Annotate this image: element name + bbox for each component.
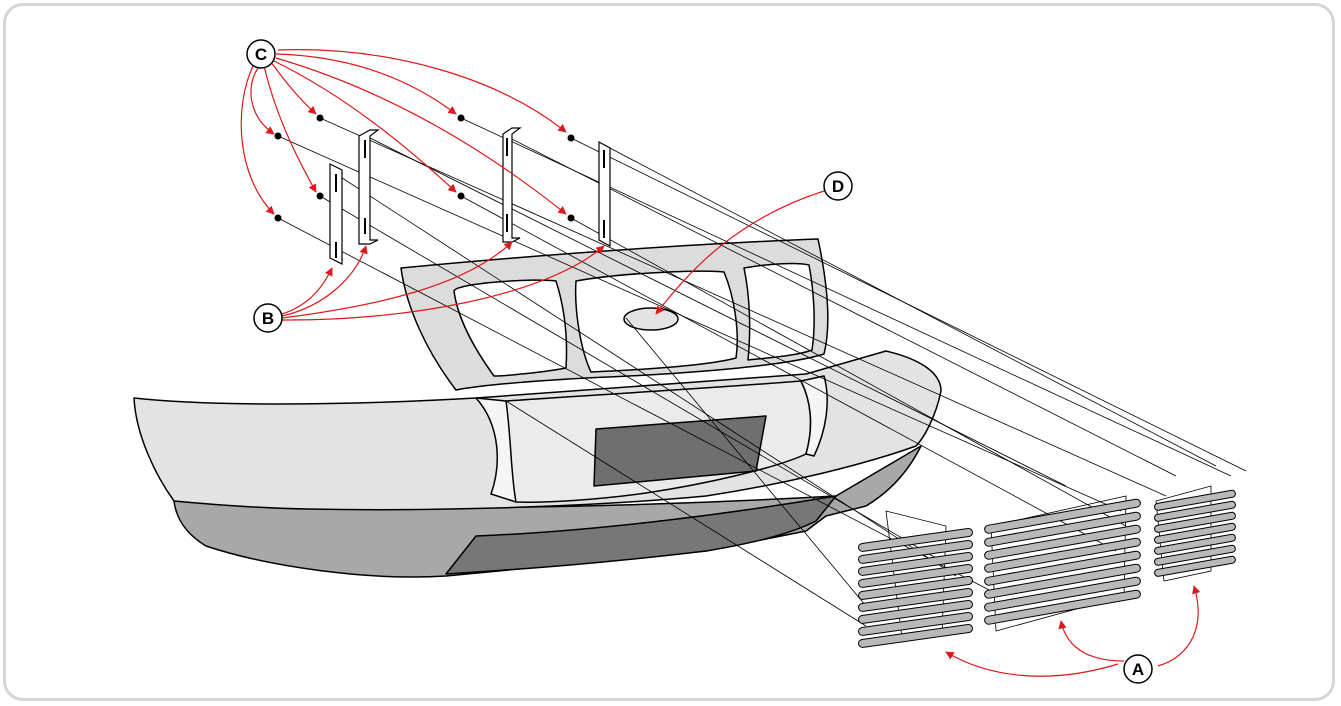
license-plate-recess <box>593 415 767 487</box>
leader-c-5 <box>275 53 457 115</box>
grille-opening-left <box>453 279 568 377</box>
bumper-lower-recess <box>445 495 837 575</box>
mounting-brackets <box>329 127 611 265</box>
leader-a-2 <box>1058 620 1125 662</box>
bracket-1 <box>329 163 343 265</box>
grille-surround <box>400 238 829 391</box>
callout-c: C <box>246 39 276 69</box>
bumper-right-strip <box>800 375 828 457</box>
bracket-3 <box>502 127 522 243</box>
screw-2 <box>274 214 282 222</box>
emblem-oval <box>623 307 679 331</box>
diagram-frame: C B D A <box>3 3 1335 701</box>
leader-c-4 <box>263 65 317 193</box>
bracket-2 <box>358 129 380 245</box>
screws <box>274 114 575 222</box>
leader-b-4 <box>281 245 605 321</box>
grille-opening-right <box>743 262 815 361</box>
callout-b-label: B <box>262 309 274 328</box>
leader-c-8 <box>275 57 567 215</box>
callout-d: D <box>823 171 853 201</box>
front-bumper <box>133 350 942 578</box>
callout-d-label: D <box>832 177 844 196</box>
leader-c-6 <box>271 59 457 193</box>
leader-arrows <box>240 49 1201 677</box>
callout-b: B <box>253 303 283 333</box>
screw-1 <box>274 132 282 140</box>
leader-b-3 <box>281 241 513 319</box>
leader-b-1 <box>281 267 333 315</box>
screw-3 <box>316 114 324 122</box>
bracket-4 <box>598 140 611 248</box>
grille-insert-right <box>1154 485 1236 582</box>
screw-8 <box>567 214 575 222</box>
callout-a: A <box>1123 654 1153 684</box>
leader-b-2 <box>281 245 368 317</box>
bumper-left-strip <box>475 397 517 503</box>
leader-c-7 <box>277 49 567 133</box>
screw-6 <box>457 192 465 200</box>
grille-insert-left <box>858 510 973 648</box>
callout-a-label: A <box>1132 660 1144 679</box>
grille-install-diagram: C B D A <box>133 39 1247 684</box>
leader-c-1 <box>250 67 275 135</box>
alignment-lines <box>277 117 1247 627</box>
callout-c-label: C <box>255 45 267 64</box>
screw-7 <box>567 134 575 142</box>
screw-5 <box>457 114 465 122</box>
leader-a-1 <box>945 651 1119 677</box>
leader-d <box>655 190 825 315</box>
grille-insert-center <box>984 495 1141 632</box>
leader-c-2 <box>240 65 275 215</box>
screw-4 <box>316 192 324 200</box>
leader-a-3 <box>1157 585 1201 667</box>
